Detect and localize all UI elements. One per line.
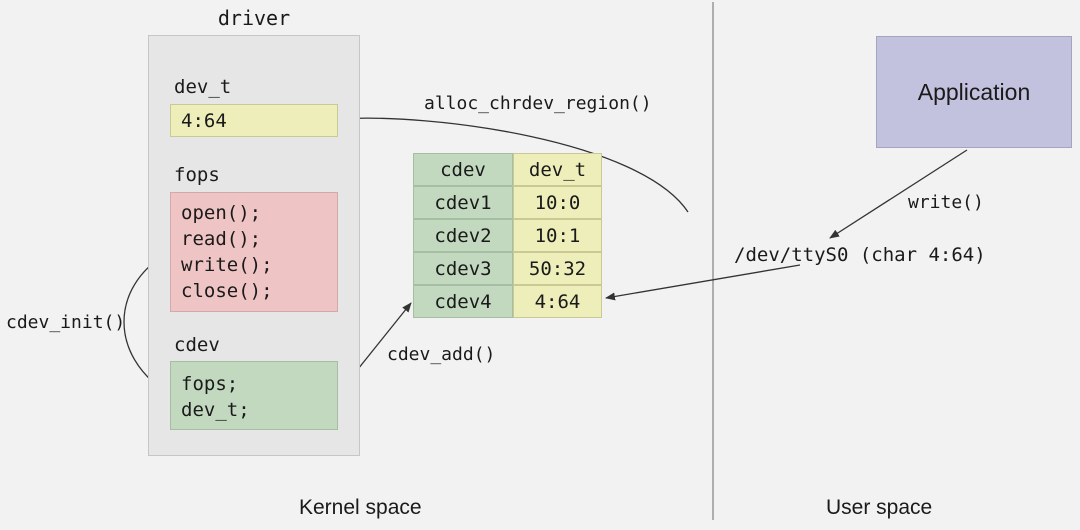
kernel-space-caption: Kernel space xyxy=(299,496,422,519)
cdev-init-label: cdev_init() xyxy=(6,312,126,333)
table-cell-cdev4-name: cdev4 xyxy=(413,285,513,318)
table-row: cdev3 50:32 xyxy=(413,252,602,285)
write-call-label: write() xyxy=(908,192,984,213)
table-header-devt: dev_t xyxy=(513,153,602,186)
table-cell-cdev1-name: cdev1 xyxy=(413,186,513,219)
table-cell-cdev1-devt: 10:0 xyxy=(513,186,602,219)
table-cell-cdev3-name: cdev3 xyxy=(413,252,513,285)
fops-box: open(); read(); write(); close(); xyxy=(170,192,338,312)
cdev-struct-box: fops; dev_t; xyxy=(170,361,338,430)
devnode-to-cdev4-arrow xyxy=(605,264,801,301)
fops-line-read: read(); xyxy=(181,228,262,250)
table-cell-cdev4-devt: 4:64 xyxy=(513,285,602,318)
fops-line-close: close(); xyxy=(181,280,273,302)
fops-line-write: write(); xyxy=(181,254,273,276)
cdev-line-devt: dev_t; xyxy=(181,399,250,421)
fops-line-open: open(); xyxy=(181,202,262,224)
user-space-caption: User space xyxy=(826,496,933,519)
cdev-registry-table: cdev dev_t cdev1 10:0 cdev2 10:1 cdev3 5… xyxy=(413,153,602,318)
dev-t-value-box: 4:64 xyxy=(170,104,338,137)
alloc-chrdev-region-label: alloc_chrdev_region() xyxy=(424,93,652,114)
table-cell-cdev3-devt: 50:32 xyxy=(513,252,602,285)
application-box: Application xyxy=(876,36,1072,148)
table-cell-cdev2-devt: 10:1 xyxy=(513,219,602,252)
table-row: cdev1 10:0 xyxy=(413,186,602,219)
cdev-line-fops: fops; xyxy=(181,373,239,395)
device-node-label: /dev/ttyS0 (char 4:64) xyxy=(734,244,986,266)
table-row: cdev2 10:1 xyxy=(413,219,602,252)
table-cell-cdev2-name: cdev2 xyxy=(413,219,513,252)
cdev-add-label: cdev_add() xyxy=(387,344,496,365)
table-header-cdev: cdev xyxy=(413,153,513,186)
fops-field-label: fops xyxy=(174,164,220,186)
cdev-field-label: cdev xyxy=(174,334,220,356)
dev-t-field-label: dev_t xyxy=(174,76,232,98)
table-header-row: cdev dev_t xyxy=(413,153,602,186)
table-row: cdev4 4:64 xyxy=(413,285,602,318)
driver-title: driver xyxy=(217,6,291,30)
